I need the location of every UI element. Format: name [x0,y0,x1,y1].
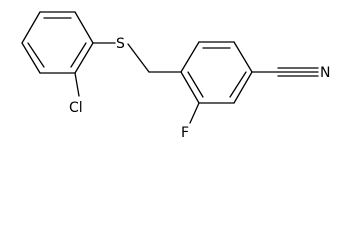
bond-c-f [189,102,200,124]
nitrile-triple-bond [277,67,319,77]
nitrogen-label: N [320,65,330,81]
fluorobenzonitrile-ring [180,41,253,104]
chemical-structure: Cl S F N [21,11,330,141]
bond-c-cl [74,72,80,97]
chlorine-label: Cl [69,100,83,116]
bond-s-ch2 [127,43,150,73]
chlorophenyl-ring [21,11,94,74]
sulfur-label: S [116,36,125,52]
fluorine-label: F [181,125,189,141]
